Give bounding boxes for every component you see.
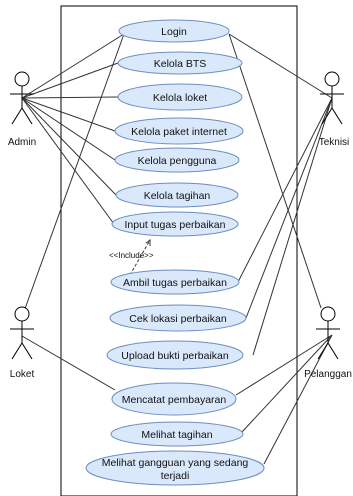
actor-admin-head — [14, 71, 30, 87]
usecase-kelola-pengguna-label: Kelola pengguna — [138, 155, 217, 167]
actor-pelanggan-head — [320, 306, 336, 322]
usecase-kelola-pengguna[interactable]: Kelola pengguna — [114, 147, 240, 173]
usecase-kelola-paket-internet[interactable]: Kelola paket internet — [114, 117, 244, 145]
usecase-ambil-tugas-perbaikan-label: Ambil tugas perbaikan — [123, 277, 227, 289]
usecase-upload-bukti-perbaikan-label: Upload bukti perbaikan — [121, 350, 229, 362]
usecase-mencatat-pembayaran[interactable]: Mencatat pembayaran — [111, 382, 237, 416]
usecase-kelola-bts[interactable]: Kelola BTS — [117, 51, 243, 75]
assoc-admin-kelola-pengguna — [21, 97, 116, 161]
usecase-melihat-tagihan[interactable]: Melihat tagihan — [110, 421, 244, 447]
include-arrow-line — [129, 239, 151, 276]
usecase-melihat-tagihan-label: Melihat tagihan — [141, 429, 212, 441]
assoc-teknisi-login — [228, 33, 333, 99]
association-lines — [21, 33, 333, 465]
actor-admin-label: Admin — [8, 137, 36, 148]
assoc-admin-kelola-paket — [21, 97, 116, 132]
actor-loket-label: Loket — [10, 369, 35, 380]
actor-teknisi-head — [324, 71, 340, 87]
assoc-teknisi-ambil-tugas — [237, 97, 333, 283]
assoc-admin-kelola-tagihan — [21, 97, 117, 196]
assoc-teknisi-cek-lokasi — [245, 97, 333, 319]
actor-loket[interactable] — [10, 306, 34, 360]
actor-pelanggan[interactable] — [316, 306, 340, 360]
assoc-pelanggan-melihat-tagihan — [241, 334, 333, 433]
assoc-loket-login — [21, 33, 125, 318]
usecase-kelola-tagihan-label: Kelola tagihan — [144, 190, 211, 202]
assoc-pelanggan-login — [228, 33, 322, 309]
usecase-login-label: Login — [161, 26, 187, 38]
usecase-melihat-gangguan-label-line1: Melihat gangguan yang sedang — [102, 457, 249, 469]
assoc-teknisi-upload-bukti — [252, 97, 333, 356]
actors — [10, 71, 344, 360]
usecase-kelola-paket-internet-label: Kelola paket internet — [131, 126, 227, 138]
include-arrow-head — [145, 239, 151, 246]
usecase-cek-lokasi-perbaikan-label: Cek lokasi perbaikan — [129, 313, 227, 325]
usecase-input-tugas-perbaikan-label: Input tugas perbaikan — [125, 219, 226, 231]
usecase-input-tugas-perbaikan[interactable]: Input tugas perbaikan — [111, 211, 239, 237]
usecases: Login Kelola BTS Kelola loket Kelola pak… — [85, 19, 265, 486]
usecase-login[interactable]: Login — [118, 19, 230, 43]
usecase-kelola-bts-label: Kelola BTS — [154, 58, 207, 70]
actor-loket-head — [14, 306, 30, 322]
actor-pelanggan-label: Pelanggan — [304, 369, 352, 380]
actor-admin[interactable] — [10, 71, 34, 125]
assoc-pelanggan-mencatat — [235, 334, 333, 396]
assoc-pelanggan-melihat-gangguan — [263, 334, 333, 465]
usecase-melihat-gangguan[interactable]: Melihat gangguan yang sedang terjadi — [85, 450, 265, 486]
usecase-mencatat-pembayaran-label: Mencatat pembayaran — [122, 394, 227, 406]
usecase-melihat-gangguan-label-line2: terjadi — [161, 470, 190, 482]
usecase-ambil-tugas-perbaikan[interactable]: Ambil tugas perbaikan — [110, 269, 240, 295]
assoc-admin-input-tugas — [21, 97, 115, 225]
assoc-admin-kelola-loket — [21, 96, 119, 99]
actor-teknisi-label: Teknisi — [319, 137, 350, 148]
usecase-kelola-loket-label: Kelola loket — [153, 92, 207, 104]
usecase-cek-lokasi-perbaikan[interactable]: Cek lokasi perbaikan — [109, 304, 247, 332]
include-label: <<Include>> — [109, 251, 154, 260]
usecase-kelola-tagihan[interactable]: Kelola tagihan — [115, 182, 239, 208]
actor-teknisi[interactable] — [320, 71, 344, 125]
usecase-kelola-loket[interactable]: Kelola loket — [117, 83, 243, 111]
assoc-admin-login — [21, 33, 125, 99]
usecase-upload-bukti-perbaikan[interactable]: Upload bukti perbaikan — [106, 340, 244, 370]
include-relationship: <<Include>> — [109, 239, 154, 276]
assoc-admin-kelola-bts — [21, 62, 119, 99]
assoc-loket-mencatat — [21, 335, 116, 391]
